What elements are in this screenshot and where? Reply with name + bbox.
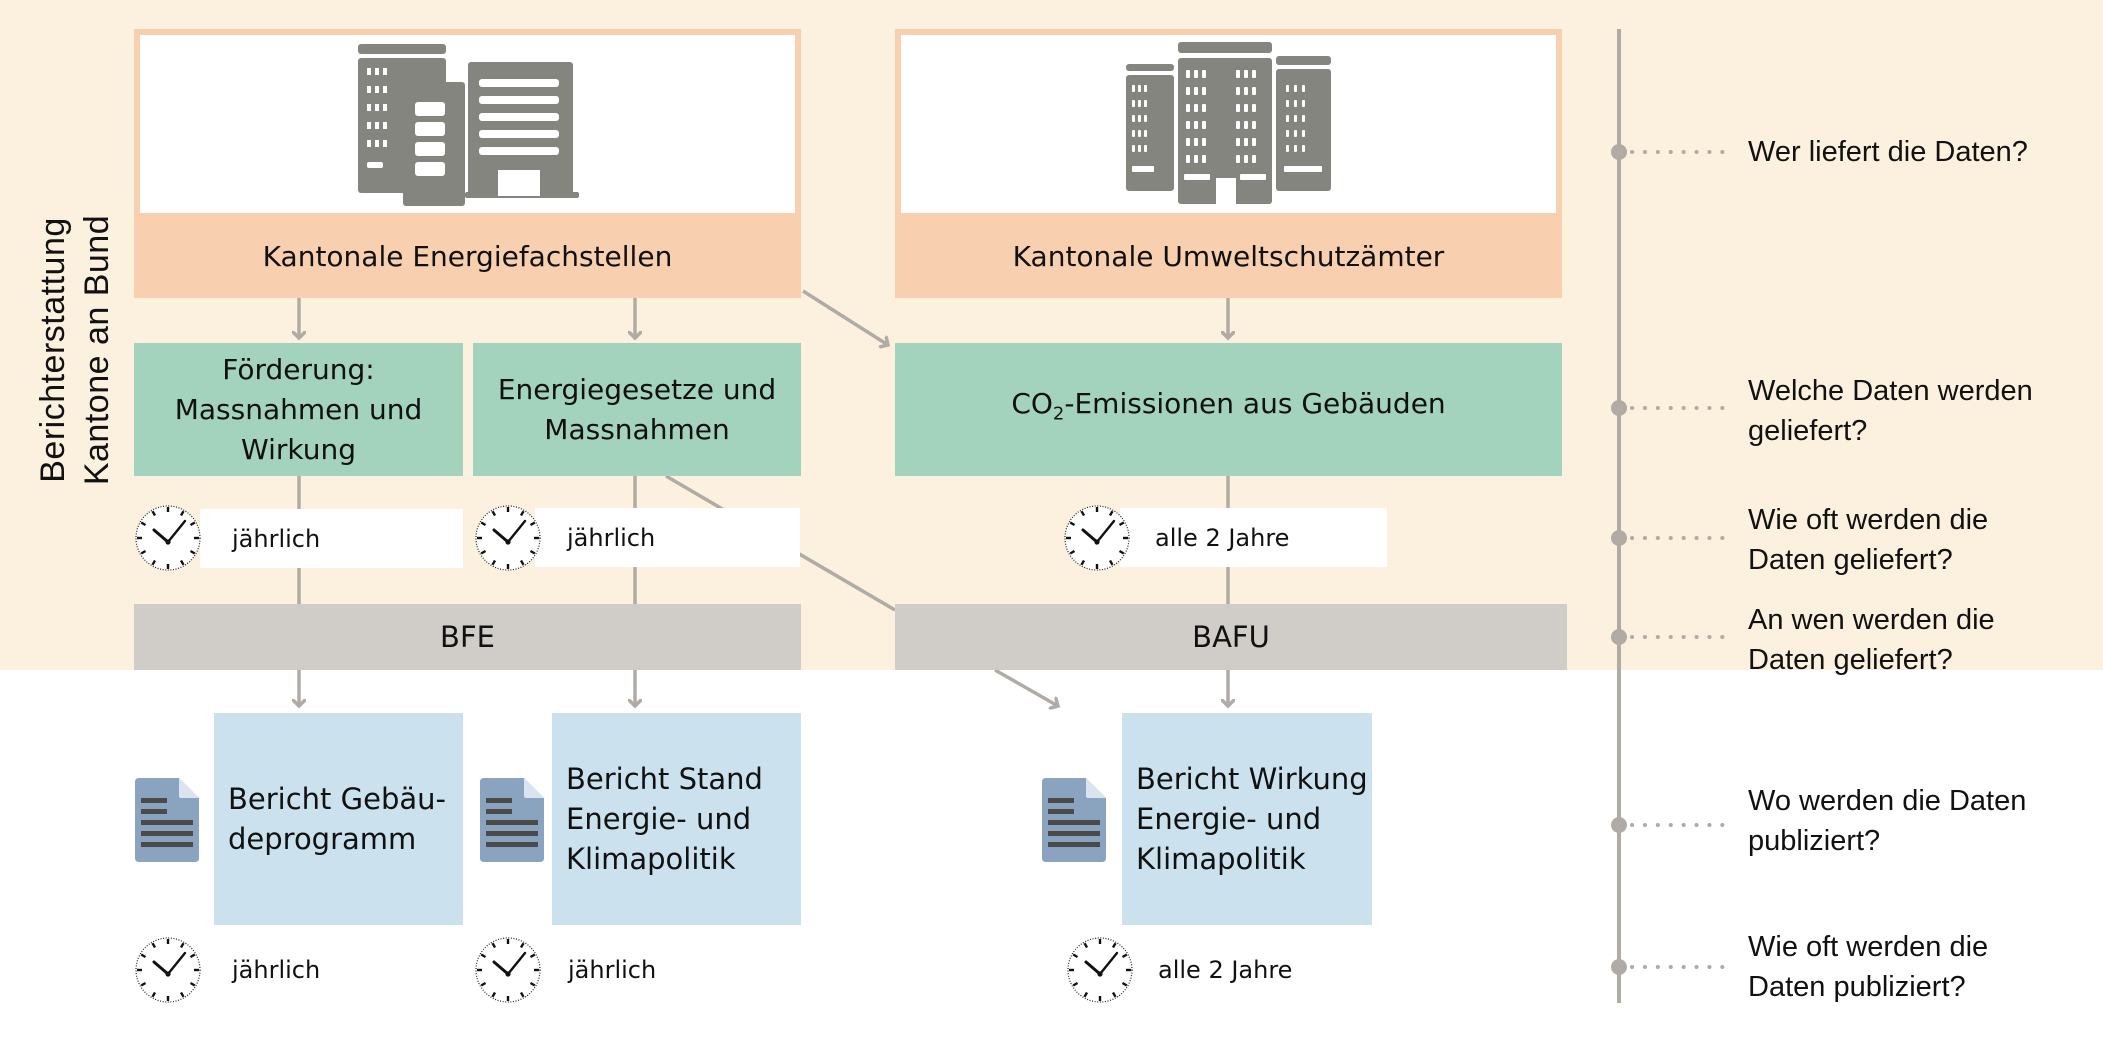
frequency-label: jährlich (568, 956, 657, 984)
report-line: Klimapolitik (566, 842, 736, 876)
delivery-frequency-2: jährlich (535, 508, 800, 567)
document-icon (135, 778, 199, 866)
document-icon (480, 778, 544, 866)
source-box-energiefachstellen: Kantonale Energiefachstellen (134, 29, 801, 298)
question-delivery-frequency: Wie oft werden die Daten geliefert? (1748, 500, 1988, 580)
question-line: publiziert? (1748, 825, 1881, 857)
delivery-frequency-1: jährlich (200, 509, 463, 568)
document-icon (1042, 778, 1106, 866)
arrow-bfe-to-report3 (994, 668, 1058, 706)
data-box-foerderung: Förderung: Massnahmen und Wirkung (134, 343, 463, 476)
question-line: Daten geliefert? (1748, 544, 1953, 576)
source-box-umweltschutzaemter: Kantonale Umweltschutzämter (895, 29, 1562, 298)
question-line: Wie oft werden die (1748, 504, 1989, 536)
question-line: Daten geliefert? (1748, 644, 1953, 676)
report-gebaeudeprogramm: Bericht Gebäu- deprogramm (214, 713, 463, 925)
publication-frequency-3: alle 2 Jahre (1158, 950, 1292, 990)
clock-icon (474, 504, 542, 576)
co2-prefix: CO (1011, 387, 1053, 421)
report-wirkung-energie-klimapolitik: Bericht Wirkung Energie- und Klimapoliti… (1122, 713, 1372, 925)
question-line: Welche Daten werden (1748, 375, 2033, 407)
clock-icon (474, 936, 542, 1008)
source-label: Kantonale Umweltschutzämter (1012, 239, 1445, 273)
frequency-label: alle 2 Jahre (1155, 523, 1290, 552)
clock-icon (134, 504, 202, 576)
recipient-label: BFE (440, 620, 495, 654)
timeline-marker (1611, 959, 1627, 975)
report-line: Klimapolitik (1136, 842, 1306, 876)
question-line: Wie oft werden die (1748, 931, 1989, 963)
data-box-line: Massnahmen (544, 412, 730, 446)
data-box-line: Förderung: (222, 352, 375, 386)
timeline-marker (1611, 817, 1627, 833)
frequency-label: jährlich (232, 524, 321, 553)
question-where-published: Wo werden die Daten publiziert? (1748, 781, 2026, 861)
source-image-area (901, 35, 1556, 213)
city-buildings-icon (1125, 41, 1331, 207)
delivery-frequency-3: alle 2 Jahre (1120, 508, 1387, 567)
report-line: Energie- und (566, 802, 752, 836)
report-line: deprogramm (228, 822, 417, 856)
recipient-label: BAFU (1192, 620, 1270, 654)
source-image-area (140, 35, 795, 213)
clock-icon (1063, 504, 1131, 576)
frequency-label: alle 2 Jahre (1158, 956, 1293, 984)
office-buildings-icon (357, 43, 579, 206)
report-line: Bericht Gebäu- (228, 782, 446, 816)
frequency-label: jährlich (567, 523, 656, 552)
report-line: Bericht Stand (566, 762, 763, 796)
question-which-data: Welche Daten werden geliefert? (1748, 371, 2033, 451)
co2-suffix: -Emissionen aus Gebäuden (1064, 387, 1446, 421)
report-line: Bericht Wirkung (1136, 762, 1368, 796)
side-label-line1: Berichterstattung (34, 217, 72, 483)
data-box-line: Massnahmen und (174, 392, 423, 426)
recipient-bfe: BFE (134, 604, 801, 670)
question-line: Daten publiziert? (1748, 971, 1966, 1003)
clock-icon (1066, 936, 1134, 1008)
data-box-co2-emissionen: CO2-Emissionen aus Gebäuden (895, 343, 1562, 476)
question-recipient: An wen werden die Daten geliefert? (1748, 600, 1995, 680)
source-label: Kantonale Energiefachstellen (262, 239, 673, 273)
recipient-bafu: BAFU (895, 604, 1567, 670)
co2-subscript: 2 (1052, 403, 1065, 425)
question-line: Wer liefert die Daten? (1748, 136, 2028, 168)
report-stand-energie-klimapolitik: Bericht Stand Energie- und Klimapolitik (552, 713, 801, 925)
clock-icon (134, 936, 202, 1008)
report-line: Energie- und (1136, 802, 1322, 836)
side-label: Berichterstattung Kantone an Bund (30, 200, 120, 500)
publication-frequency-1: jährlich (232, 950, 320, 990)
data-box-line: Wirkung (241, 432, 356, 466)
side-label-line2: Kantone an Bund (78, 214, 116, 486)
question-who-delivers: Wer liefert die Daten? (1748, 132, 2028, 172)
frequency-label: jährlich (232, 956, 321, 984)
question-line: An wen werden die (1748, 604, 1995, 636)
data-box-energiegesetze: Energiegesetze und Massnahmen (473, 343, 801, 476)
question-publication-frequency: Wie oft werden die Daten publiziert? (1748, 927, 1988, 1007)
data-box-line: Energiegesetze und (497, 372, 777, 406)
question-line: geliefert? (1748, 415, 1868, 447)
publication-frequency-2: jährlich (568, 950, 656, 990)
question-line: Wo werden die Daten (1748, 785, 2027, 817)
